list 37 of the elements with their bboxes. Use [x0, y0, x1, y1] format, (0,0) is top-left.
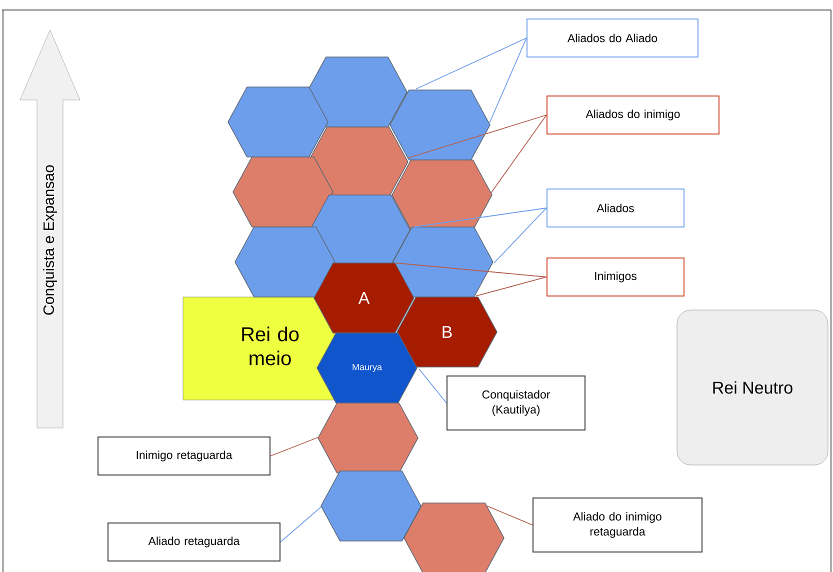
- leader-line: [486, 506, 533, 526]
- label-box: Aliados do Aliado: [526, 18, 698, 58]
- hexagon: [310, 194, 410, 266]
- label-box: Aliado retaguarda: [108, 522, 280, 562]
- leader-line: [396, 262, 547, 278]
- hexagon: [404, 502, 504, 572]
- label-box: Aliados do inimigo: [546, 96, 720, 134]
- hexagon: [320, 470, 422, 542]
- hexagon: A: [314, 262, 414, 334]
- rectangle: Rei do meio: [182, 296, 336, 400]
- hexagon: Maurya: [316, 332, 418, 404]
- hexagon: [228, 86, 328, 158]
- hexagon: [318, 402, 418, 474]
- label-box: Aliados: [546, 188, 684, 228]
- leader-line: [488, 38, 527, 124]
- hexagon: B: [396, 296, 498, 368]
- hexagon: [232, 156, 334, 228]
- leader-line: [280, 506, 322, 542]
- leader-line: [490, 114, 547, 194]
- hexagon: [392, 226, 494, 298]
- label-box: Inimigo retaguarda: [98, 436, 270, 476]
- hexagon: [234, 226, 336, 298]
- hexagon: [306, 56, 408, 128]
- leader-line: [408, 114, 547, 158]
- hexagon: [390, 90, 490, 160]
- label-box: Inimigos: [546, 258, 684, 296]
- hexagon: [392, 160, 492, 230]
- leader-line: [416, 38, 527, 90]
- leader-line: [476, 276, 547, 296]
- leader-line: [414, 208, 547, 228]
- label-box: Aliado do inimigo retaguarda: [532, 498, 702, 552]
- leader-line: [418, 368, 447, 404]
- leader-line: [494, 208, 547, 264]
- hexagon: [308, 126, 408, 198]
- label-box: Conquistador (Kautilya): [446, 376, 586, 430]
- leader-line: [270, 436, 320, 456]
- rounded-box: Rei Neutro: [676, 310, 828, 466]
